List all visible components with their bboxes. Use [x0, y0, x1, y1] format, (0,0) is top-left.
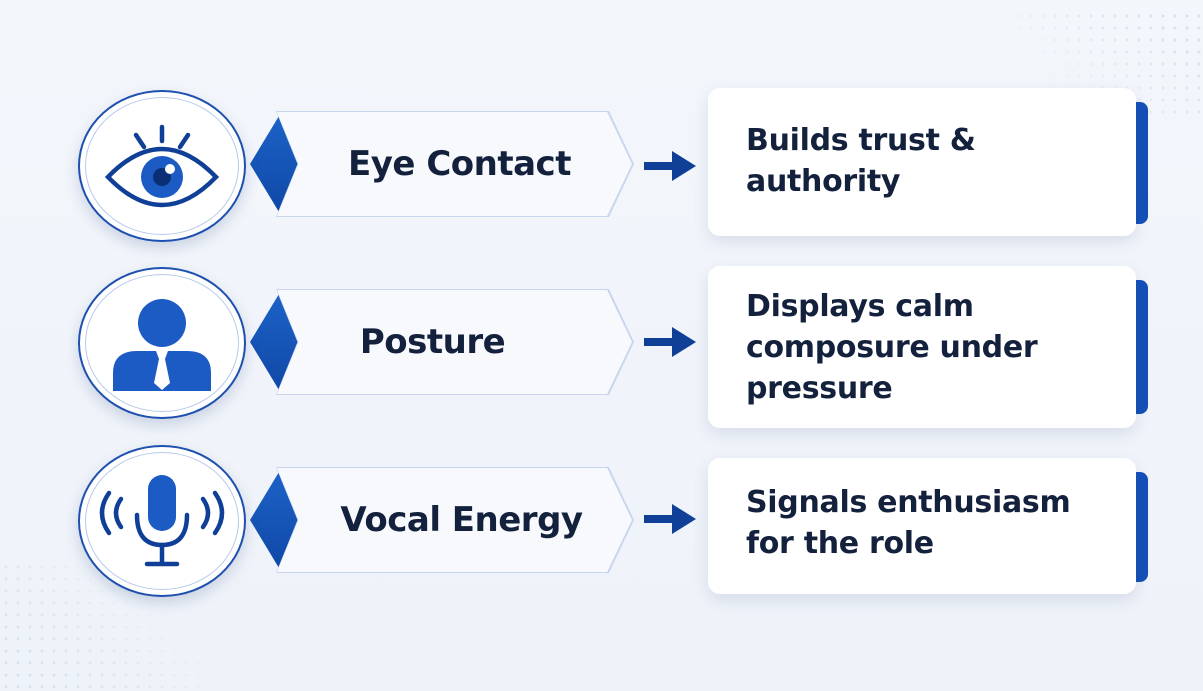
label-eye-contact: Eye Contact: [348, 144, 571, 184]
label-box: Posture: [277, 290, 632, 394]
description-card-wrap: Displays calm composure under pressure: [708, 266, 1148, 428]
eye-icon: [104, 124, 220, 208]
microphone-icon: [99, 475, 225, 567]
label-box: Vocal Energy: [277, 468, 632, 572]
label-vocal-energy: Vocal Energy: [340, 500, 583, 540]
description-card-wrap: Builds trust & authority: [708, 88, 1148, 236]
description-card-wrap: Signals enthusiasm for the role: [708, 458, 1148, 594]
label-box: Eye Contact: [277, 112, 632, 216]
arrow-right-icon: [644, 504, 696, 534]
description-card: Builds trust & authority: [708, 88, 1136, 236]
arrow-right-icon: [644, 327, 696, 357]
icon-circle: [78, 445, 246, 597]
person-icon: [113, 299, 211, 391]
description-card: Displays calm composure under pressure: [708, 266, 1136, 428]
description-card: Signals enthusiasm for the role: [708, 458, 1136, 594]
description-posture: Displays calm composure under pressure: [746, 288, 1038, 406]
icon-circle: [78, 90, 246, 242]
description-eye-contact: Builds trust & authority: [746, 123, 976, 199]
icon-circle: [78, 267, 246, 419]
description-vocal-energy: Signals enthusiasm for the role: [746, 485, 1071, 561]
arrow-right-icon: [644, 151, 696, 181]
label-posture: Posture: [359, 322, 506, 362]
